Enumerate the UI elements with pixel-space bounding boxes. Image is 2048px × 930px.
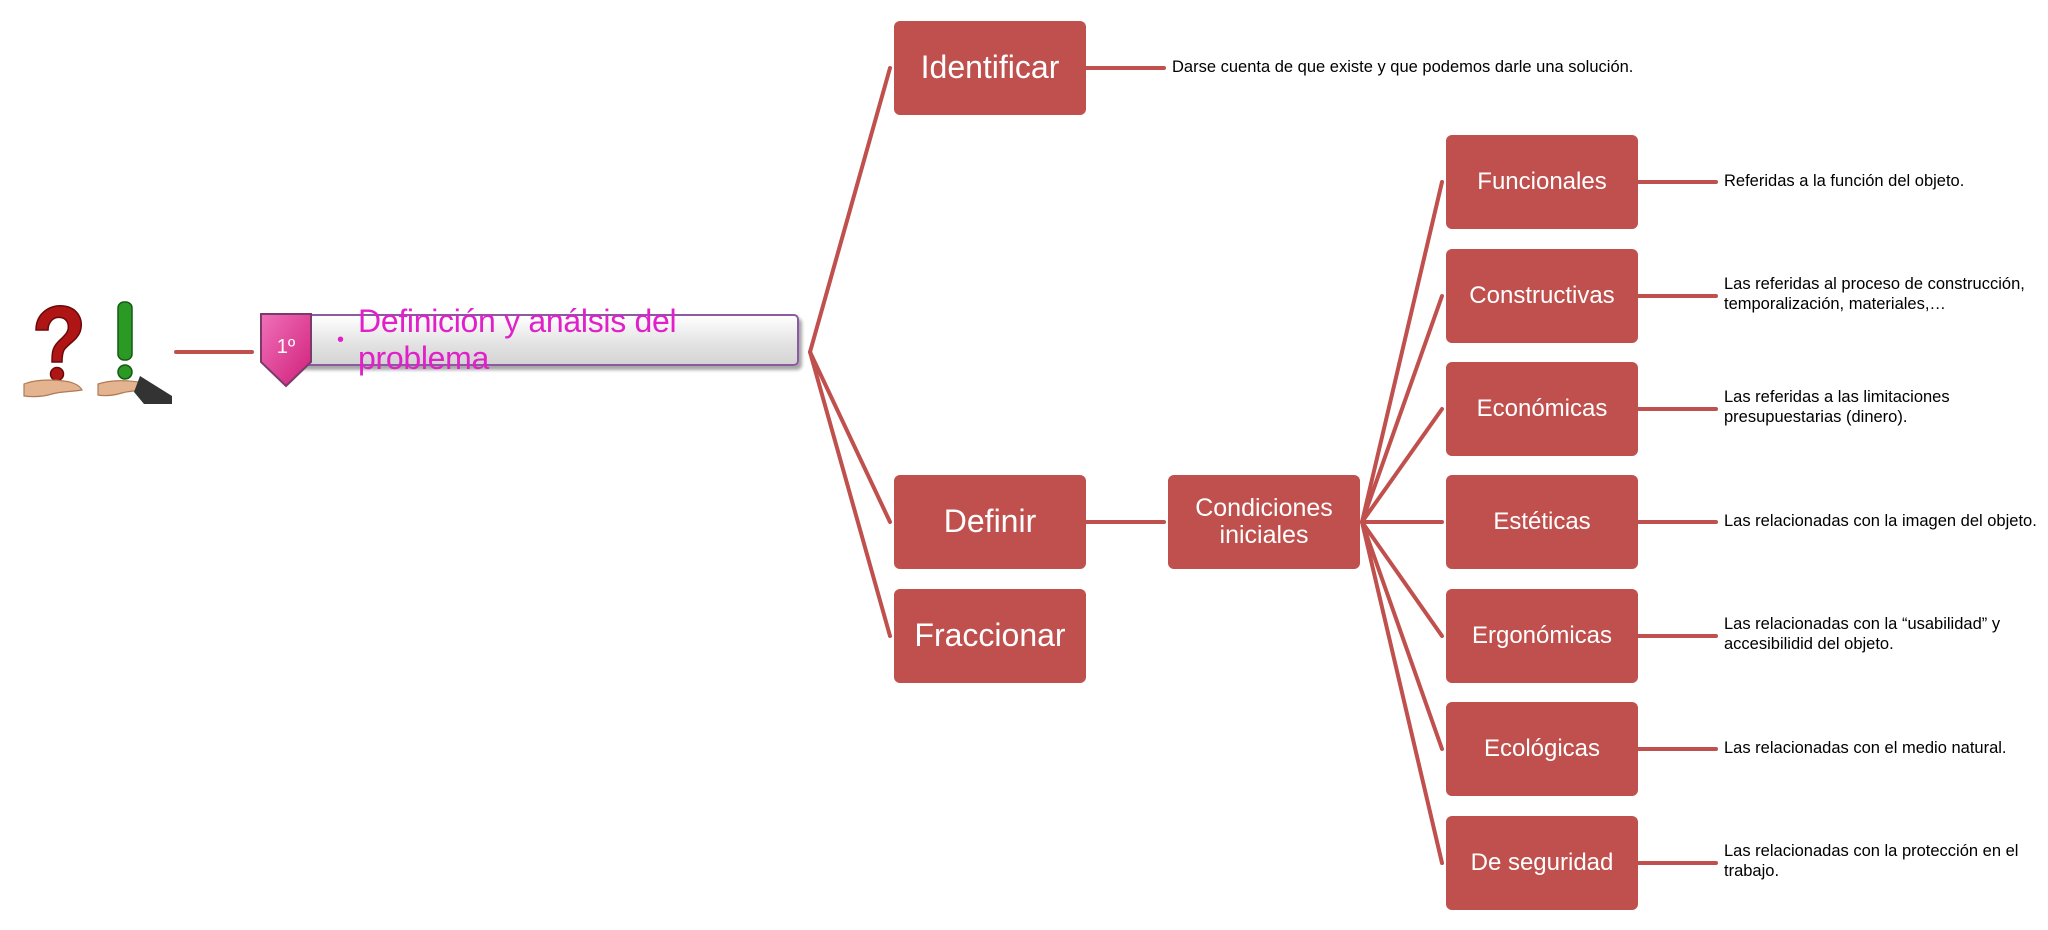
condition-ergonomicas: Ergonómicas	[1446, 589, 1638, 683]
description-line: trabajo.	[1724, 861, 1780, 880]
step-badge-icon	[260, 313, 312, 388]
economicas-description: Las referidas a las limitaciones presupu…	[1724, 388, 1950, 428]
condition-funcionales: Funcionales	[1446, 135, 1638, 229]
description-line: Las referidas al proceso de construcción…	[1724, 275, 2025, 293]
connector-title-fraccionar	[808, 350, 892, 638]
question-mark-icon	[35, 304, 82, 382]
connector-cond-seguridad	[1360, 520, 1444, 865]
funcionales-description: Referidas a la función del objeto.	[1724, 172, 1965, 191]
step-label: Identificar	[920, 49, 1060, 86]
condition-label: Ecológicas	[1483, 734, 1601, 762]
seguridad-description: Las relacionadas con la protección en el…	[1724, 842, 2018, 882]
title-bar: • Definición y análsis del problema	[295, 303, 799, 376]
title-banner: • Definición y análsis del problema 1º	[255, 303, 805, 395]
ecologicas-description: Las relacionadas con el medio natural.	[1724, 739, 2007, 758]
condition-de-seguridad: De seguridad	[1446, 816, 1638, 910]
title-text: Definición y análsis del problema	[358, 303, 677, 376]
condition-label: Constructivas	[1469, 281, 1615, 309]
condition-label: De seguridad	[1470, 848, 1614, 876]
step-fraccionar: Fraccionar	[894, 589, 1086, 683]
question-exclamation-illustration	[23, 301, 172, 404]
step-identificar: Identificar	[894, 21, 1086, 115]
open-hand-icon	[97, 376, 172, 404]
condition-ecologicas: Ecológicas	[1446, 702, 1638, 796]
exclamation-mark-icon	[117, 301, 133, 380]
title-bullet: •	[337, 328, 345, 351]
open-hand-icon	[23, 379, 83, 398]
step-definir: Definir	[894, 475, 1086, 569]
condition-esteticas: Estéticas	[1446, 475, 1638, 569]
step-label: Fraccionar	[914, 617, 1066, 654]
condiciones-label-line2: iniciales	[1219, 521, 1309, 549]
condiciones-label-line1: Condiciones	[1195, 493, 1333, 522]
step-label: Definir	[943, 503, 1037, 540]
esteticas-description: Las relacionadas con la imagen del objet…	[1724, 512, 2037, 531]
description-line: presupuestarias (dinero).	[1724, 407, 1908, 426]
constructivas-description: Las referidas al proceso de construcción…	[1724, 275, 2025, 315]
connector-title-identificar	[808, 66, 892, 354]
condition-label: Estéticas	[1493, 507, 1591, 535]
condiciones-iniciales: Condiciones iniciales	[1168, 475, 1360, 569]
description-line: Las referidas a las limitaciones	[1724, 388, 1950, 406]
condition-label: Económicas	[1476, 394, 1608, 422]
step-badge-number: 1º	[276, 336, 296, 358]
description-line: Las relacionadas con la “usabilidad” y	[1724, 615, 2001, 633]
connector-cond-ecologicas	[1360, 520, 1444, 751]
connector-cond-economicas	[1360, 407, 1444, 524]
description-line: accesibilidid del objeto.	[1724, 634, 1894, 653]
identificar-description: Darse cuenta de que existe y que podemos…	[1172, 58, 1634, 77]
condition-label: Ergonómicas	[1471, 621, 1613, 649]
connector-cond-ergonomicas	[1360, 520, 1444, 638]
condition-economicas: Económicas	[1446, 362, 1638, 456]
connector-cond-funcionales	[1360, 180, 1444, 524]
connector-cond-constructivas	[1360, 294, 1444, 524]
ergonomicas-description: Las relacionadas con la “usabilidad” y a…	[1724, 615, 2000, 655]
condition-label: Funcionales	[1477, 167, 1607, 195]
description-line: Las relacionadas con la protección en el	[1724, 842, 2019, 860]
connector-title-definir	[808, 350, 892, 524]
condition-constructivas: Constructivas	[1446, 249, 1638, 343]
description-line: temporalización, materiales,…	[1724, 294, 1946, 313]
